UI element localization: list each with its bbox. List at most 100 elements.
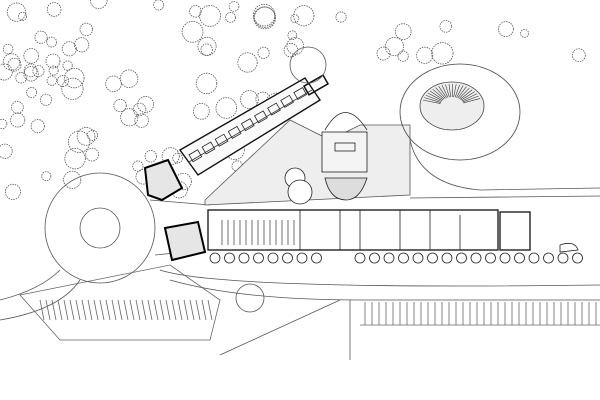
amphitheater-seat-row <box>462 95 479 103</box>
tree-canopy <box>397 50 409 62</box>
tree-canopy <box>132 160 144 172</box>
tree-canopy <box>23 63 38 78</box>
tree-canopy <box>132 102 147 117</box>
tree-canopy <box>192 102 210 120</box>
street-tree <box>267 252 279 264</box>
street-tree <box>470 252 482 264</box>
street-tree <box>528 252 540 264</box>
tree-canopy <box>46 75 57 86</box>
amphitheater-seat-row <box>459 89 473 100</box>
tree-canopy <box>189 5 202 18</box>
tree-canopy <box>197 36 217 56</box>
street-tree <box>398 252 409 264</box>
tree-canopy <box>34 30 48 44</box>
tree-canopy <box>64 147 86 170</box>
street-tree <box>543 252 554 264</box>
tree-canopy <box>41 171 52 182</box>
classroom <box>188 149 203 163</box>
classroom <box>214 133 229 147</box>
tree-canopy <box>45 53 61 69</box>
amphitheater-seat-row <box>423 99 441 104</box>
tree-canopy <box>15 72 27 84</box>
street-tree <box>383 252 395 264</box>
street-tree <box>253 252 264 264</box>
amphitheater-seat-row <box>429 90 444 101</box>
street-tree <box>485 252 496 264</box>
amphitheater-seat-row <box>424 97 441 103</box>
amphitheater-seat-row <box>448 84 452 98</box>
tree-canopy <box>335 11 347 23</box>
tree-canopy <box>26 87 38 99</box>
street-tree <box>224 252 235 264</box>
tree-canopy <box>237 52 258 73</box>
tree-canopy <box>39 93 52 106</box>
tree-canopy <box>76 126 96 146</box>
tree-canopy <box>23 48 40 64</box>
tree-canopy <box>134 113 149 128</box>
classroom <box>201 141 216 155</box>
tree-canopy <box>6 2 27 22</box>
amphitheater-seat-row <box>425 94 442 102</box>
tree-canopy <box>384 36 405 57</box>
tree-canopy <box>4 183 21 200</box>
tree-canopy <box>181 21 204 43</box>
tree-canopy <box>85 147 100 162</box>
tree-canopy <box>224 140 245 161</box>
main-road <box>159 269 600 360</box>
street-tree <box>412 252 424 264</box>
amphitheater-seat-row <box>454 84 460 98</box>
street-tree <box>427 252 438 264</box>
tree-canopy <box>2 43 14 55</box>
entry-pavilions <box>143 158 207 262</box>
tree-canopy <box>200 43 213 56</box>
tree-canopy <box>30 119 45 134</box>
tree-canopy <box>376 46 391 61</box>
tree-canopy <box>62 60 73 71</box>
tree-canopy <box>144 150 157 163</box>
tree-canopy <box>225 12 236 23</box>
tree-canopy <box>137 95 155 113</box>
classroom <box>293 87 308 101</box>
tree-canopy <box>195 72 218 95</box>
tree-canopy <box>431 42 454 65</box>
tree-canopy <box>10 112 26 128</box>
street-tree <box>238 252 250 264</box>
street-tree <box>282 252 293 264</box>
classroom <box>240 118 255 132</box>
street-tree <box>296 252 308 264</box>
courtyard-plaza <box>204 112 600 206</box>
street-tree <box>441 252 453 264</box>
tree-canopy <box>0 63 13 81</box>
tree-canopy <box>235 283 265 313</box>
left-parking-lot <box>19 264 221 341</box>
amphitheater-seat-row <box>441 85 449 98</box>
classroom-wing <box>178 46 330 176</box>
tree-canopy <box>120 108 139 127</box>
tree-canopy <box>32 65 45 78</box>
tree-canopy <box>119 69 139 88</box>
street-tree <box>209 252 221 264</box>
tree-canopy <box>61 77 84 100</box>
tree-canopy <box>286 37 305 55</box>
amphitheater <box>399 63 521 161</box>
street-tree <box>572 252 583 264</box>
street-tree-row <box>209 252 583 264</box>
street-tree <box>514 252 525 264</box>
tree-canopy <box>105 75 122 93</box>
classroom <box>267 102 281 116</box>
tree-canopy <box>79 22 94 37</box>
tree-canopy <box>86 129 99 141</box>
tree-canopy <box>64 67 85 89</box>
street-tree <box>557 252 569 264</box>
classroom <box>280 94 294 108</box>
tree-canopy <box>287 179 313 205</box>
tree-canopy <box>394 23 412 40</box>
tree-canopy <box>67 130 91 153</box>
tree-canopy <box>290 14 300 24</box>
amphitheater-seat-row <box>435 87 446 99</box>
tree-canopy <box>254 6 276 28</box>
tree-canopy <box>23 66 39 82</box>
amphitheater-seat-row <box>458 87 470 99</box>
tree-canopy <box>283 42 299 58</box>
